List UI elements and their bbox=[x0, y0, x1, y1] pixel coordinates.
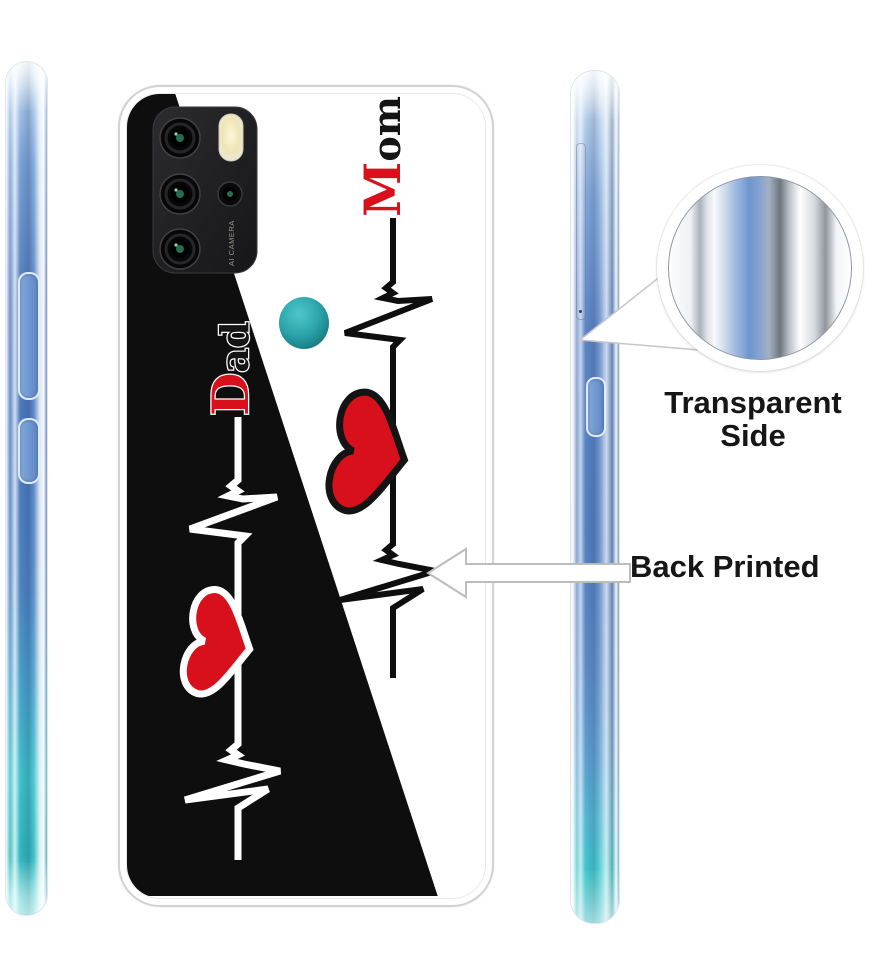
phone-left-side-view bbox=[6, 62, 47, 915]
camera-lens bbox=[159, 173, 201, 215]
heart-icon bbox=[325, 388, 409, 515]
phone-right-side-view bbox=[571, 71, 619, 923]
transparent-side-texture bbox=[668, 176, 852, 360]
clear-case-top-edge bbox=[6, 62, 47, 110]
dad-text: Dad bbox=[201, 321, 260, 416]
sim-tray bbox=[576, 143, 586, 320]
clear-case-bottom-edge bbox=[6, 863, 47, 915]
clear-case-top-edge bbox=[571, 71, 619, 119]
transparent-side-label: Transparent Side bbox=[664, 385, 842, 453]
camera-lens bbox=[159, 117, 201, 159]
case-printed-area: Mom Dad bbox=[126, 93, 486, 899]
mom-text: Mom bbox=[353, 96, 412, 217]
fingerprint-sensor-dot bbox=[279, 297, 329, 349]
phone-case-back: Mom Dad bbox=[118, 85, 494, 907]
sim-eject-hole bbox=[579, 310, 582, 313]
clear-case-bottom-edge bbox=[571, 871, 619, 923]
flash-icon bbox=[218, 113, 244, 162]
volume-button bbox=[18, 272, 40, 400]
depth-lens bbox=[217, 181, 243, 207]
heart-icon bbox=[179, 585, 254, 698]
back-printed-label: Back Printed bbox=[630, 549, 820, 584]
case-artwork: Mom Dad bbox=[127, 94, 438, 896]
camera-lens bbox=[159, 228, 201, 270]
power-button bbox=[18, 418, 40, 484]
power-button bbox=[586, 377, 606, 437]
zoom-callout-circle bbox=[657, 165, 863, 371]
ai-camera-label: AI CAMERA bbox=[227, 220, 236, 266]
camera-module: AI CAMERA bbox=[152, 106, 258, 274]
